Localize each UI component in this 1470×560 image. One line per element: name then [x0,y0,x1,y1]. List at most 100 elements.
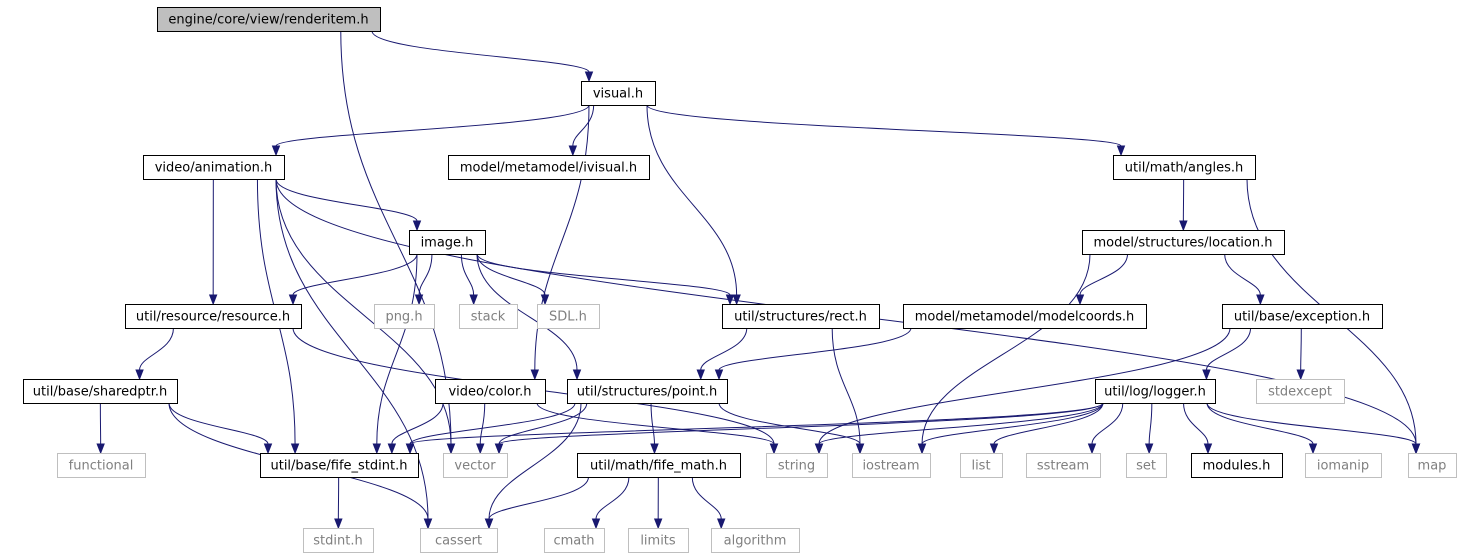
arrowhead [387,443,397,455]
edge-line [718,327,912,371]
node-label: SDL.h [549,310,587,325]
edge-line [275,104,590,147]
edge-line [391,402,444,445]
arrowhead [469,294,478,306]
node-cmath: cmath [544,528,605,553]
arrowhead [1256,294,1265,306]
arrowhead [716,518,726,530]
node-box [628,528,689,553]
node-box [1408,453,1457,478]
node-label: modules.h [1203,459,1271,474]
edge-line [921,253,1091,445]
arrowhead [208,294,218,306]
node-renderitem[interactable]: engine/core/view/renderitem.h [157,7,381,32]
node-label: iostream [862,459,919,474]
node-label: video/color.h [448,385,531,400]
node-resource[interactable]: util/resource/resource.h [125,304,302,329]
edge-visual-to-animation [271,104,590,157]
edge-line [1206,402,1417,445]
node-box [1222,304,1383,329]
edge-image-to-sdl [476,253,550,306]
node-map: map [1408,453,1457,478]
edges-layer [96,30,1421,530]
node-box [1305,453,1382,478]
edge-image-to-resource [288,253,418,306]
node-box [143,155,285,180]
edge-line [1205,327,1252,371]
node-box [1082,230,1285,255]
edge-logger-to-modules [1183,402,1213,455]
node-fife-stdint[interactable]: util/base/fife_stdint.h [260,453,419,478]
edge-line [700,327,748,371]
node-label: png.h [385,310,422,325]
node-label: model/metamodel/ivisual.h [460,161,637,176]
node-label: util/math/fife_math.h [590,459,727,474]
edge-point-to-iostream [718,402,865,455]
node-label: cmath [553,534,594,549]
node-box [443,453,508,478]
node-box [1126,453,1167,478]
arrowhead [696,369,705,381]
node-vector: vector [443,453,508,478]
arrowhead [540,294,550,306]
arrowhead [1087,443,1097,455]
node-sharedptr[interactable]: util/base/sharedptr.h [23,379,178,404]
node-location[interactable]: model/structures/location.h [1082,230,1285,255]
arrowhead [814,443,824,455]
edge-exception-to-stdexcept [1296,327,1305,381]
node-set: set [1126,453,1167,478]
node-label: util/math/angles.h [1125,161,1244,176]
arrowhead [288,294,298,306]
arrowhead [271,145,281,157]
edge-line [1183,402,1209,445]
node-color[interactable]: video/color.h [435,379,546,404]
node-angles[interactable]: util/math/angles.h [1113,155,1256,180]
edge-image-to-point [476,253,582,381]
node-exception[interactable]: util/base/exception.h [1222,304,1383,329]
node-label: list [971,459,990,474]
edge-line [292,253,418,296]
node-label: video/animation.h [155,161,273,176]
node-modules[interactable]: modules.h [1191,453,1283,478]
node-fife-math[interactable]: util/math/fife_math.h [577,453,741,478]
node-modelcoords[interactable]: model/metamodel/modelcoords.h [903,304,1147,329]
node-ivisual[interactable]: model/metamodel/ivisual.h [448,155,650,180]
arrowhead [1203,443,1213,455]
edge-line [595,476,630,520]
node-box [581,81,656,106]
edge-logger-to-iostream [917,402,1104,455]
node-string: string [766,453,828,478]
node-logger[interactable]: util/log/logger.h [1095,379,1216,404]
node-image[interactable]: image.h [409,230,486,255]
node-label: iomanip [1317,459,1369,474]
node-box [23,379,178,404]
arrowhead [572,369,582,381]
arrowhead [334,518,343,530]
edge-line [818,327,1231,445]
arrowhead [423,518,433,530]
edge-line [418,253,433,296]
node-box [409,230,486,255]
arrowhead [653,518,663,530]
node-visual[interactable]: visual.h [581,81,656,106]
edge-line [476,253,578,371]
node-label: util/structures/rect.h [734,310,867,325]
node-sdl: SDL.h [537,304,600,329]
node-label: util/base/sharedptr.h [33,385,167,400]
edge-image-to-stack [460,253,478,306]
edge-renderitem-to-visual [371,30,594,83]
node-animation[interactable]: video/animation.h [143,155,285,180]
node-point[interactable]: util/structures/point.h [567,379,728,404]
edge-logger-to-string [814,402,1104,455]
edge-line [1300,327,1302,371]
node-cassert: cassert [420,528,498,553]
node-box [903,304,1147,329]
node-box [537,304,600,329]
node-rect[interactable]: util/structures/rect.h [722,304,880,329]
edge-image-to-fife-stdint [372,253,418,455]
node-box [260,453,419,478]
arrowhead [372,443,382,455]
arrowhead [405,443,415,455]
node-label: util/log/logger.h [1104,385,1206,400]
